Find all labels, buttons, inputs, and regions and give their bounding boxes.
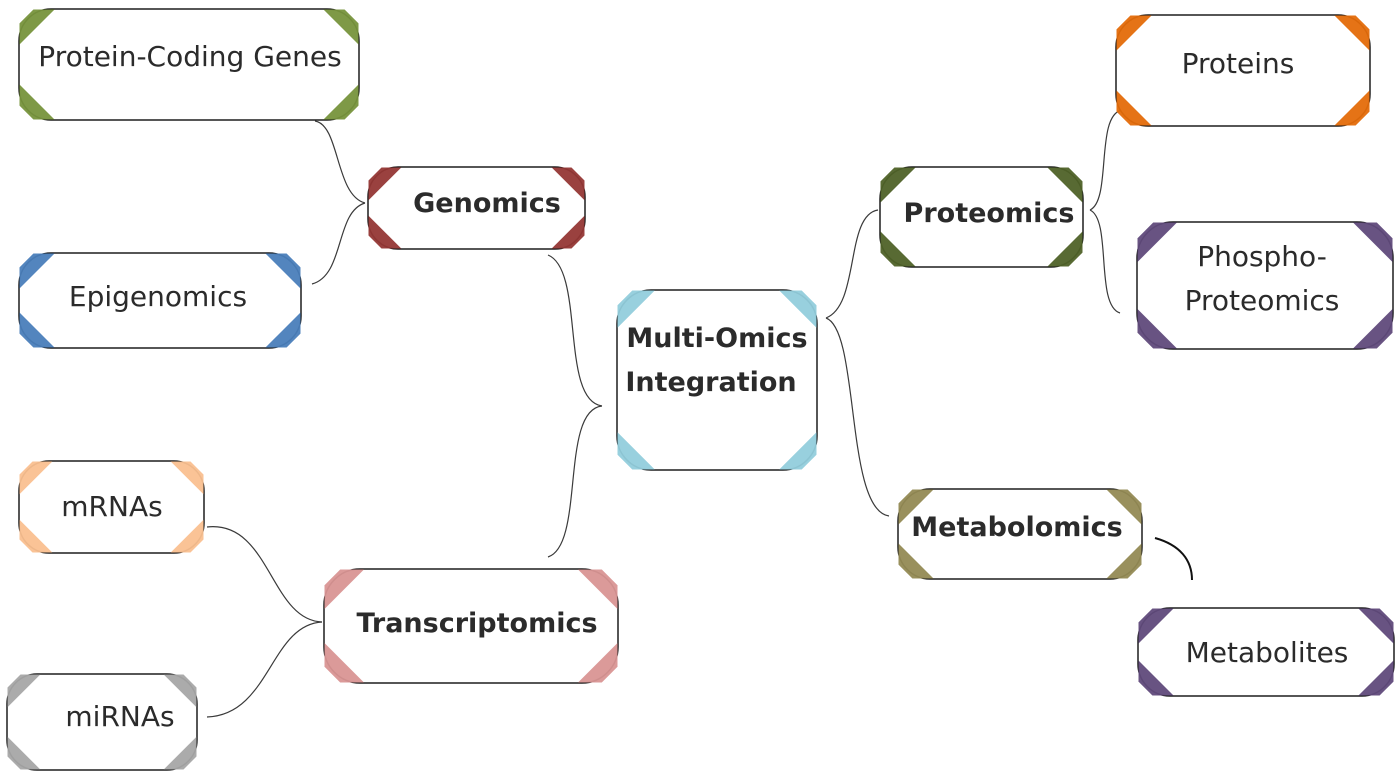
corner-wedge-top-right — [265, 253, 301, 289]
corner-wedge-bottom-right — [551, 215, 585, 249]
node-metabolomics[interactable]: Metabolomics — [897, 488, 1143, 580]
corner-wedge-top-left — [19, 9, 55, 45]
node-label: Protein-Coding Genes — [38, 40, 341, 73]
node-transcriptomics[interactable]: Transcriptomics — [323, 568, 619, 684]
corner-wedge-bottom-left — [898, 543, 934, 579]
node-box — [18, 8, 360, 121]
corner-wedge-top-right — [578, 569, 618, 609]
corner-wedge-top-right — [170, 461, 204, 495]
connector-center-to-proteomics — [825, 209, 879, 319]
corner-wedge-top-left — [324, 569, 364, 609]
node-box — [1136, 221, 1394, 350]
node-box — [1137, 607, 1395, 697]
node-label-line-2: Integration — [625, 367, 796, 398]
corner-wedge-top-right — [1106, 489, 1142, 525]
corner-wedge-top-right — [1334, 15, 1370, 51]
node-label: mRNAs — [61, 490, 162, 523]
connector-mrnas-to-transcriptomics — [206, 526, 323, 623]
node-label-line-1: Multi-Omics — [626, 323, 807, 354]
node-protein-coding-genes[interactable]: Protein-Coding Genes — [18, 8, 360, 121]
corner-wedge-bottom-left — [617, 432, 655, 470]
node-label: Metabolites — [1186, 636, 1349, 669]
node-box — [1115, 14, 1371, 127]
connector-epigenomics-to-genomics — [311, 202, 366, 285]
corner-wedge-top-left — [19, 461, 53, 495]
corner-wedge-bottom-left — [1138, 660, 1174, 696]
corner-wedge-bottom-left — [324, 643, 364, 683]
corner-wedge-bottom-right — [779, 432, 817, 470]
connector-center-to-metabolomics — [825, 317, 890, 517]
corner-wedge-top-right — [323, 9, 359, 45]
corner-wedge-bottom-left — [19, 312, 55, 348]
node-label-line-2: Proteomics — [1185, 284, 1340, 317]
connector-genomics-to-center — [547, 254, 603, 407]
node-epigenomics[interactable]: Epigenomics — [18, 252, 302, 349]
corner-wedge-bottom-right — [170, 519, 204, 553]
corner-wedge-bottom-left — [1116, 90, 1152, 126]
node-mirnas[interactable]: miRNAs — [6, 673, 198, 771]
node-label: Epigenomics — [69, 280, 247, 313]
corner-wedge-top-left — [19, 253, 55, 289]
corner-wedge-bottom-left — [880, 231, 916, 267]
node-genomics[interactable]: Genomics — [367, 166, 586, 250]
node-phosphoproteomics[interactable]: Phospho- Proteomics — [1136, 221, 1394, 350]
node-box — [897, 488, 1143, 580]
corner-wedge-top-left — [898, 489, 934, 525]
corner-wedge-bottom-right — [1106, 543, 1142, 579]
corner-wedge-top-left — [880, 167, 916, 203]
corner-wedge-bottom-right — [1353, 309, 1393, 349]
node-box — [367, 166, 586, 250]
corner-wedge-top-right — [779, 290, 817, 328]
node-label: Proteins — [1182, 47, 1295, 80]
corner-wedge-bottom-right — [1047, 231, 1083, 267]
node-label-line-1: Phospho- — [1197, 240, 1327, 273]
node-label: Metabolomics — [911, 512, 1122, 543]
node-box — [18, 252, 302, 349]
connector-proteomics-to-proteins — [1089, 109, 1123, 211]
corner-wedge-bottom-right — [1334, 90, 1370, 126]
corner-wedge-top-right — [1353, 222, 1393, 262]
corner-wedge-bottom-left — [368, 215, 402, 249]
node-box — [879, 166, 1084, 268]
node-multi-omics-integration[interactable]: Multi-Omics Integration — [616, 289, 818, 471]
node-mrnas[interactable]: mRNAs — [18, 460, 205, 554]
connector-mirnas-to-transcriptomics — [206, 621, 323, 718]
corner-wedge-top-left — [1116, 15, 1152, 51]
node-box — [616, 289, 818, 471]
corner-wedge-top-left — [617, 290, 655, 328]
corner-wedge-bottom-right — [578, 643, 618, 683]
corner-wedge-top-left — [7, 674, 41, 708]
corner-wedge-bottom-left — [1137, 309, 1177, 349]
corner-wedge-bottom-right — [323, 84, 359, 120]
corner-wedge-top-left — [1137, 222, 1177, 262]
corner-wedge-top-right — [551, 167, 585, 201]
corner-wedge-bottom-left — [19, 519, 53, 553]
corner-wedge-bottom-right — [163, 736, 197, 770]
corner-wedge-top-left — [368, 167, 402, 201]
corner-wedge-bottom-right — [1358, 660, 1394, 696]
node-label: Proteomics — [904, 198, 1075, 229]
connector-protein-coding-to-genomics — [314, 120, 366, 204]
node-metabolites[interactable]: Metabolites — [1137, 607, 1395, 697]
node-proteomics[interactable]: Proteomics — [879, 166, 1084, 268]
node-box — [18, 460, 205, 554]
corner-wedge-top-right — [1358, 608, 1394, 644]
connector-transcriptomics-to-center — [547, 405, 603, 558]
node-box — [323, 568, 619, 684]
node-box — [6, 673, 198, 771]
node-proteins[interactable]: Proteins — [1115, 14, 1371, 127]
connector-proteomics-to-phosphoproteomics — [1089, 209, 1121, 314]
corner-wedge-top-right — [1047, 167, 1083, 203]
corner-wedge-bottom-left — [7, 736, 41, 770]
node-label: Genomics — [413, 188, 561, 219]
corner-wedge-bottom-left — [19, 84, 55, 120]
node-label: miRNAs — [65, 700, 174, 733]
corner-wedge-top-right — [163, 674, 197, 708]
node-label: Transcriptomics — [356, 608, 597, 639]
connector-metabolomics-to-metabolites — [1154, 537, 1193, 581]
corner-wedge-top-left — [1138, 608, 1174, 644]
connector-lines — [206, 109, 1193, 718]
corner-wedge-bottom-right — [265, 312, 301, 348]
